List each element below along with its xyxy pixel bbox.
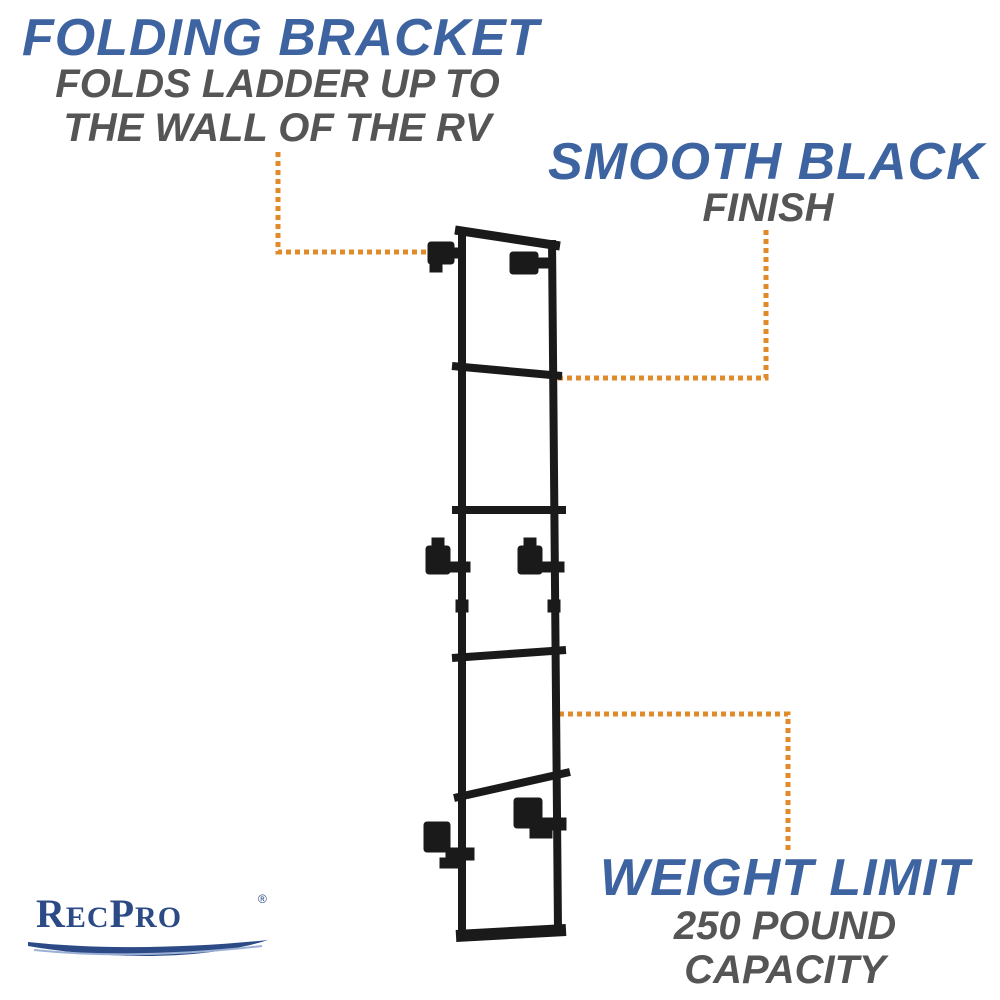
folding-bracket-subtitle-line-2: THE WALL OF THE RV: [63, 106, 492, 150]
smooth-black-subtitle: FINISH: [702, 186, 834, 230]
brand-name: RECPRO: [36, 891, 183, 936]
leader-line-smooth-finish: [556, 230, 769, 381]
bottom-left-wall-bracket: [423, 821, 475, 869]
smooth-black-title: SMOOTH BLACK: [548, 133, 985, 191]
recpro-logo: RECPRO ®: [22, 888, 282, 988]
ladder-bottom-step: [455, 924, 567, 942]
leader-line-weight-limit: [560, 711, 791, 850]
logo-swoosh: [28, 940, 268, 957]
middle-left-wall-bracket: [425, 537, 471, 575]
leader-line-folding-bracket: [275, 152, 430, 255]
bottom-right-wall-bracket: [513, 797, 567, 839]
ladder-joint-left: [455, 599, 469, 613]
top-right-folding-bracket: [509, 251, 553, 275]
folding-bracket-title: FOLDING BRACKET: [22, 9, 540, 67]
registered-mark: ®: [258, 892, 267, 906]
ladder-rung-3: [451, 646, 567, 662]
rv-ladder-image: [423, 225, 571, 942]
middle-right-wall-bracket: [517, 537, 565, 575]
ladder-rung-4: [453, 768, 571, 802]
ladder-joint-right: [547, 599, 561, 613]
leader-lines: [275, 152, 791, 850]
ladder-top-bar: [454, 225, 561, 251]
ladder-right-rail: [548, 239, 562, 931]
top-left-folding-bracket: [427, 241, 465, 273]
weight-limit-subtitle-line-2: CAPACITY: [684, 948, 886, 992]
weight-limit-subtitle-line-1: 250 POUND: [673, 904, 897, 948]
weight-limit-title: WEIGHT LIMIT: [600, 849, 971, 907]
ladder-rung-1: [451, 362, 563, 380]
folding-bracket-subtitle-line-1: FOLDS LADDER UP TO: [55, 62, 500, 106]
